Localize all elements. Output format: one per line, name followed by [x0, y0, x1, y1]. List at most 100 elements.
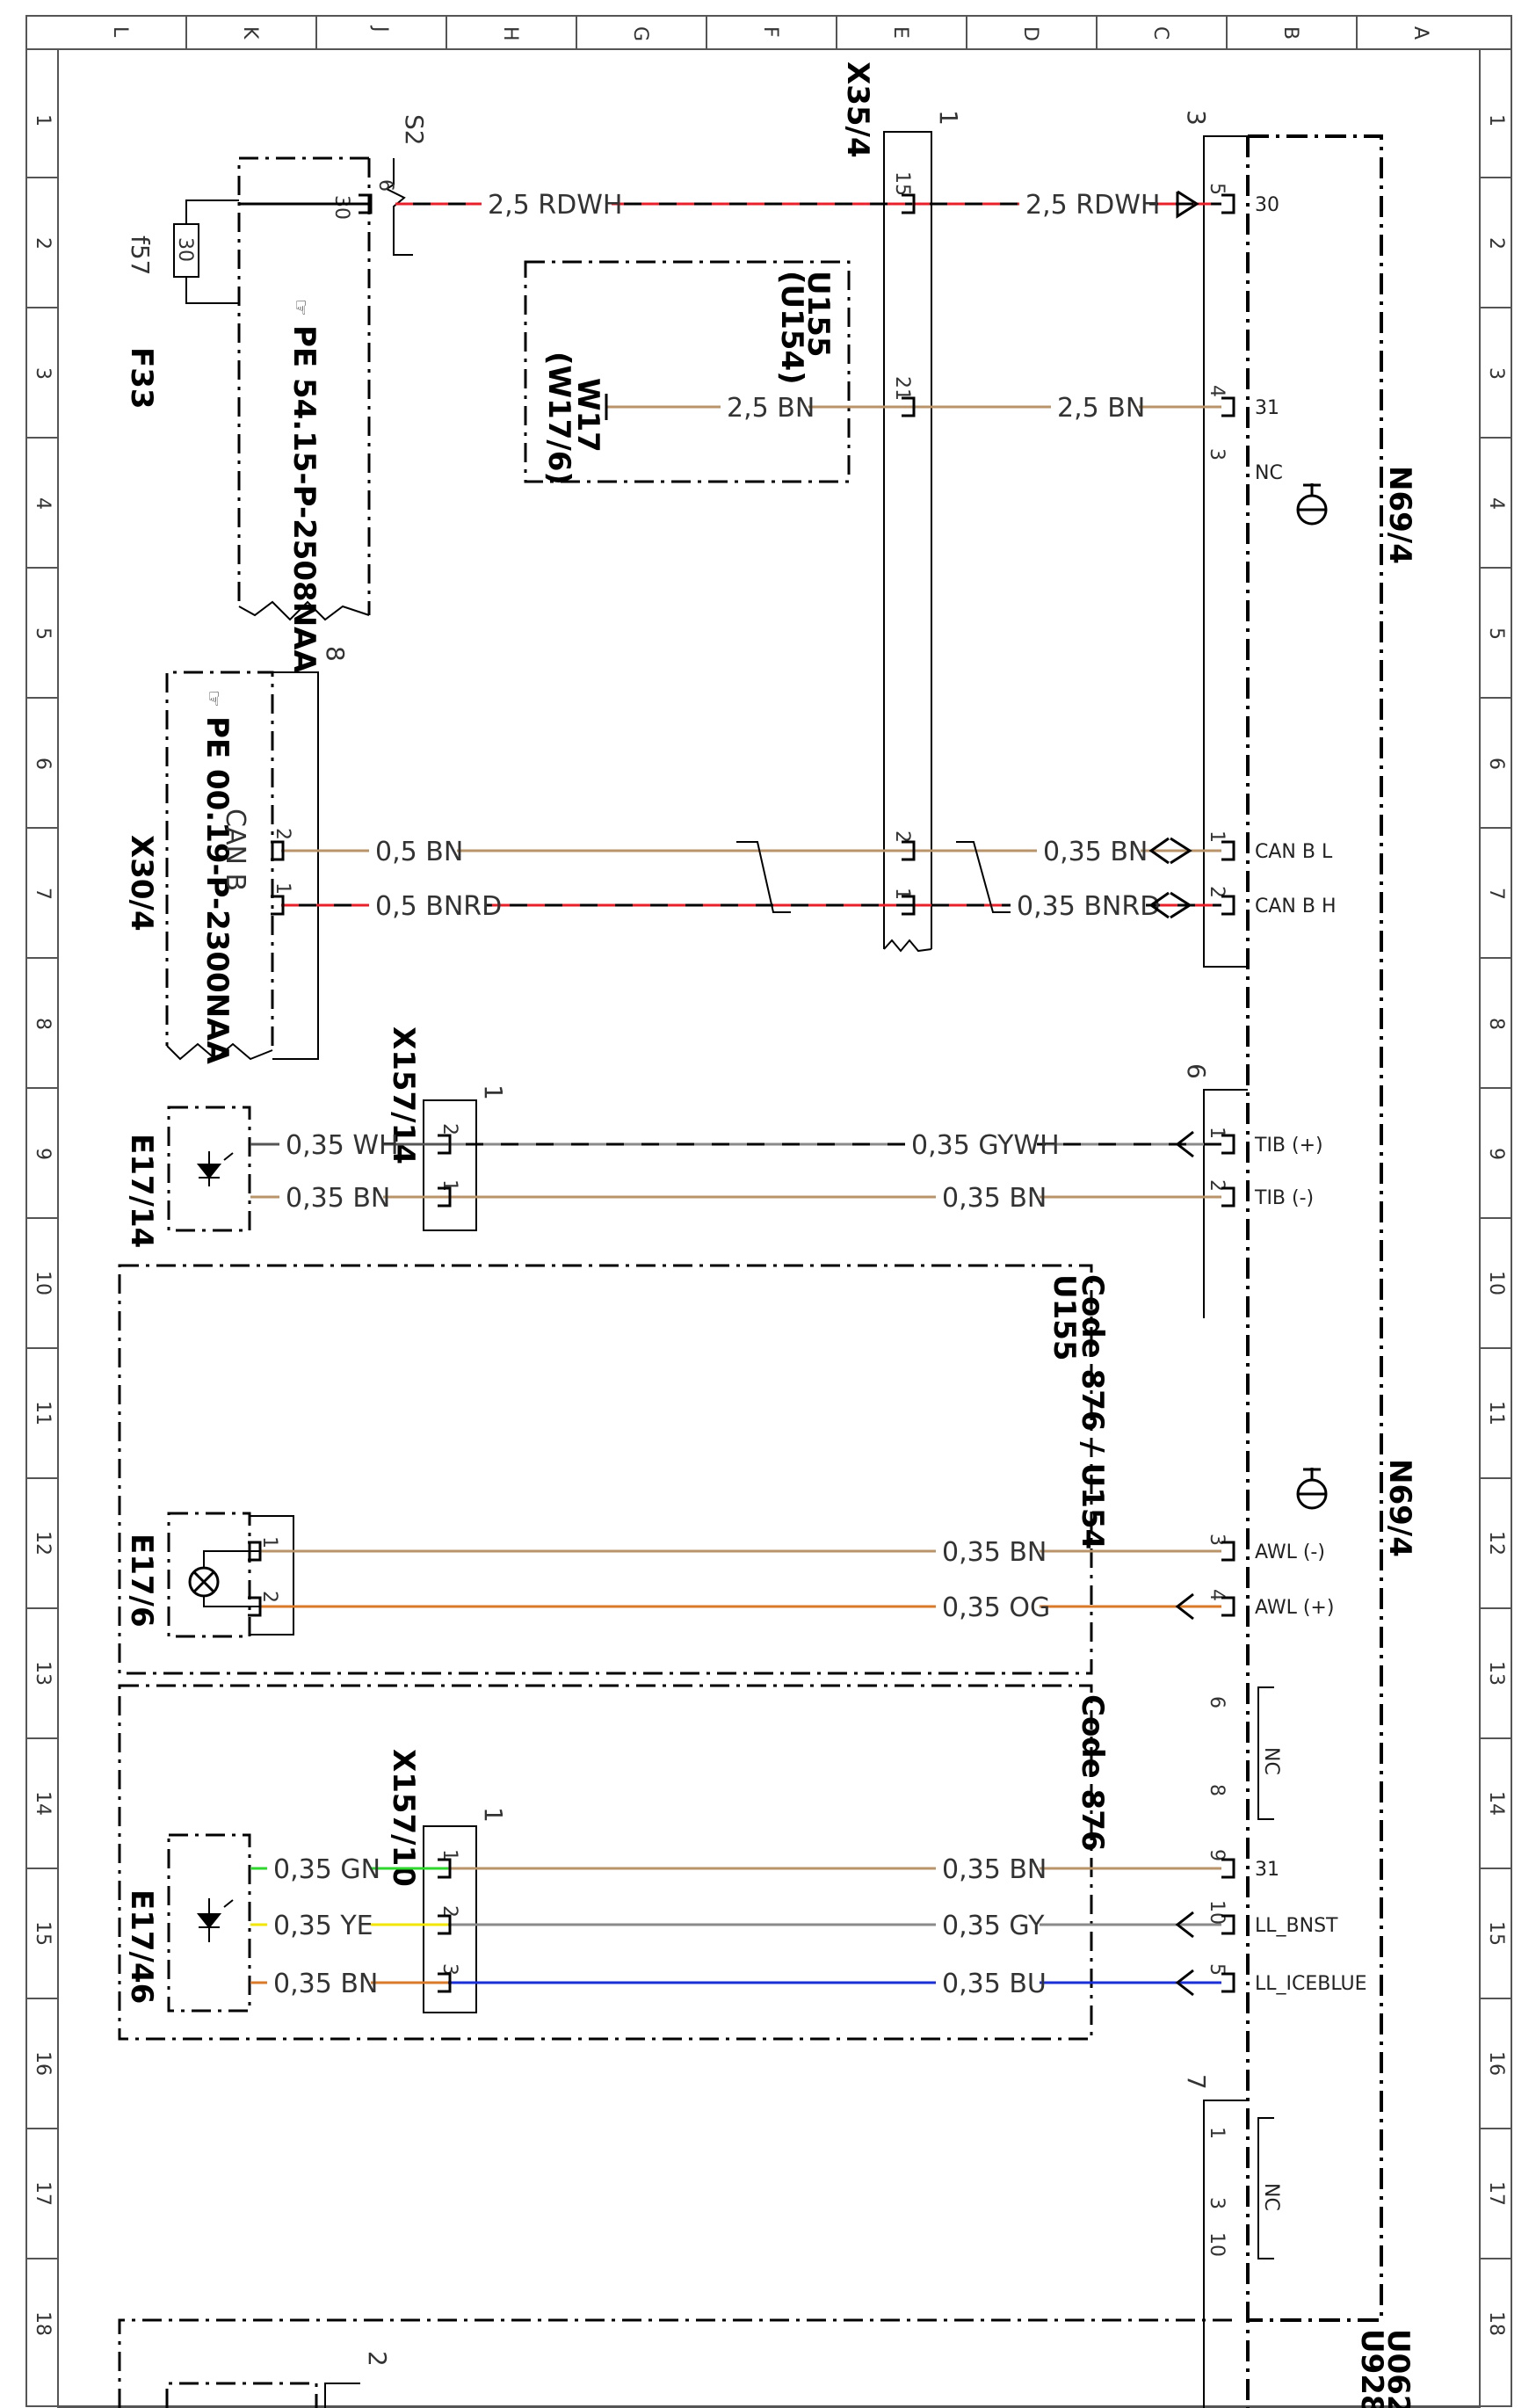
x157-14-label: X157/14 [386, 1026, 421, 1164]
row-label: 18 [1485, 2311, 1507, 2336]
row-label: 5 [32, 627, 54, 640]
code-876-u154-label: Code 876 / U154 [1075, 1274, 1110, 1549]
u155-label: U155 [1047, 1274, 1082, 1361]
signal-tib-minus: TIB (-) [1254, 1187, 1314, 1209]
can-b-label: CAN B [220, 809, 250, 891]
wire-label: 0,35 BN [1043, 837, 1148, 867]
signal-can-b-h: CAN B H [1255, 896, 1337, 918]
row-labels-left: 1 2 3 4 5 6 7 8 9 10 11 12 13 14 15 16 1… [32, 114, 54, 2336]
pin-n-tib2: 2 [1206, 1179, 1228, 1192]
fuse-f57 [173, 199, 239, 304]
pe54-ref: PE 54.15-P-2508NAA [286, 325, 322, 673]
wire-label: 0,5 BNRD [375, 891, 502, 922]
pin-n-awl4: 4 [1206, 1589, 1228, 1601]
e17-14-box [167, 1106, 251, 1232]
wire-label: 0,35 GN [273, 1854, 380, 1885]
wire-label: 0,35 BN [286, 1183, 390, 1214]
wire-label: 0,35 OG [942, 1592, 1050, 1623]
pin-n-awl3: 3 [1206, 1534, 1228, 1546]
e17-14-label: E17/14 [124, 1134, 159, 1248]
wire-label: 0,35 BN [942, 1854, 1047, 1885]
row-label: 15 [32, 1921, 54, 1946]
u154-label: (U154) [774, 271, 809, 385]
pin-x35-2: 2 [891, 830, 913, 843]
n69-4-connector-num: 7 [1182, 2074, 1211, 2090]
n69-4-label: N69/4 [1382, 466, 1417, 564]
pin-n-nc6: 6 [1206, 1696, 1228, 1708]
w17-6-label: (W17/6) [541, 352, 576, 485]
signal-ll-iceblue: LL_ICEBLUE [1255, 1973, 1367, 1995]
x157-10-label: X157/10 [386, 1749, 421, 1887]
led-icon [196, 1898, 234, 1942]
row-label: 16 [1485, 2051, 1507, 2076]
column-dividers [185, 16, 1358, 49]
signal-30: 30 [1255, 194, 1279, 216]
row-label: 8 [32, 1018, 54, 1030]
n69-4-housing [1203, 134, 1383, 2408]
signal-nc2: NC [1260, 1747, 1282, 1775]
row-label: 15 [1485, 1921, 1507, 1946]
row-label: 3 [1485, 367, 1507, 380]
e17-6-box [167, 1512, 251, 1638]
bottom-connector-num: 2 [363, 2351, 392, 2367]
u928-label: U928 [1354, 2329, 1389, 2408]
pin-x30-2: 2 [272, 828, 293, 840]
x30-4-bracket [272, 671, 319, 1060]
col-label: D [1019, 26, 1041, 41]
x157-10-connector-num: 1 [479, 1807, 508, 1823]
n69-signal-names: 30 31 NC CAN B L CAN B H TIB (+) TIB (-)… [1254, 194, 1367, 2211]
pin-n-b1: 1 [1206, 2127, 1228, 2139]
row-label: 11 [1485, 1401, 1507, 1425]
pe-ref-icon: ☞ [202, 690, 224, 707]
row-dividers [26, 177, 1511, 2259]
row-label: 10 [1485, 1271, 1507, 1295]
signal-tib-plus: TIB (+) [1254, 1135, 1323, 1157]
col-label: A [1409, 26, 1431, 40]
col-label: H [499, 26, 521, 41]
row-label: 2 [32, 237, 54, 250]
pin-n-1: 1 [1206, 830, 1228, 843]
pin-s2-30: 30 [330, 195, 352, 220]
u155-box [524, 260, 851, 483]
wire-label: 2,5 RDWH [488, 190, 622, 221]
row-label: 7 [1485, 888, 1507, 900]
code-876-box [118, 1684, 1093, 2041]
pin-x35-21: 21 [891, 376, 913, 401]
signal-awl-plus: AWL (+) [1255, 1597, 1334, 1619]
signal-awl-minus: AWL (-) [1255, 1541, 1325, 1563]
pin-terminals [248, 193, 1235, 1993]
wire-label: 0,35 BU [942, 1969, 1047, 1999]
row-label: 4 [1485, 497, 1507, 510]
pin-n-nc8: 8 [1206, 1784, 1228, 1796]
wire-label: 0,5 BN [375, 837, 463, 867]
pin-x157-14-2: 2 [438, 1123, 460, 1135]
bottom-bracket [324, 2383, 360, 2408]
x30-4-label: X30/4 [124, 835, 159, 932]
wire-label: 0,35 GY [942, 1911, 1045, 1941]
x157-14-connector [423, 1099, 477, 1231]
row-label: 4 [32, 497, 54, 510]
pe-ref-icon: ☞ [289, 299, 311, 316]
x157-10-connector [423, 1825, 477, 2013]
row-label: 9 [32, 1148, 54, 1160]
twist-mark [956, 841, 1011, 913]
wire-label: 0,35 BN [942, 1537, 1047, 1568]
wire-labels: 2,5 RDWH 2,5 RDWH 2,5 BN 2,5 BN 0,5 BN 0… [267, 190, 1160, 1999]
frame [25, 15, 1512, 2408]
row-label: 18 [32, 2311, 54, 2336]
row-label: 14 [1485, 1791, 1507, 1816]
row-label: 17 [1485, 2181, 1507, 2206]
fuse-value: 30 [174, 237, 196, 262]
col-label: B [1279, 26, 1301, 40]
f57-label: f57 [126, 236, 155, 276]
led-icon [196, 1151, 234, 1186]
col-label: J [369, 25, 391, 33]
col-label: K [239, 26, 261, 40]
s2-box [237, 156, 371, 615]
row-label: 1 [1485, 114, 1507, 127]
wire-label: 0,35 GYWH [911, 1130, 1060, 1161]
s2-bracket [384, 158, 413, 256]
n69-4-label: N69/4 [1382, 1459, 1417, 1557]
pin-n-b10: 10 [1206, 2232, 1228, 2257]
